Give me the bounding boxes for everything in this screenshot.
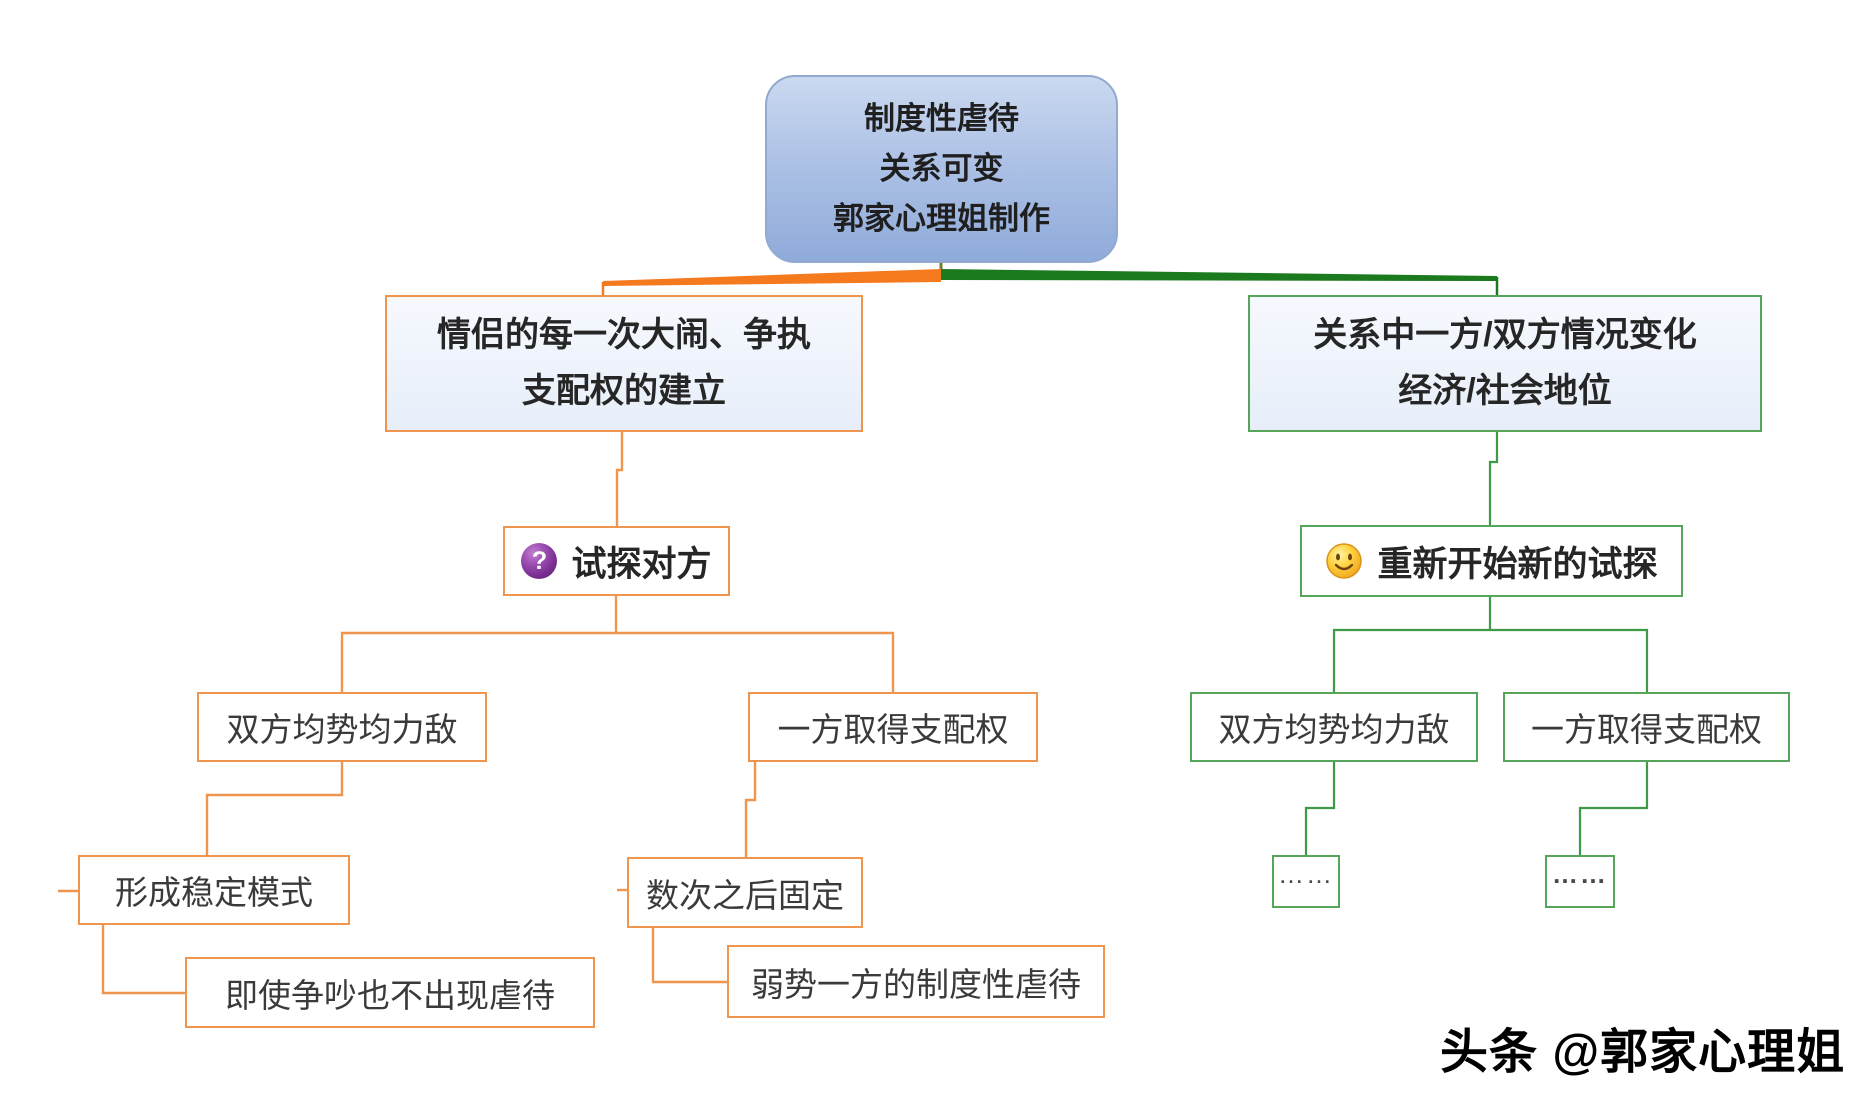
right-topic-node[interactable]: 关系中一方/双方情况变化 经济/社会地位: [1248, 295, 1762, 432]
left-topic-line-1: 情侣的每一次大闹、争执: [437, 316, 811, 355]
connector-branch-right-band: [941, 269, 1497, 281]
probe-node[interactable]: ? 试探对方: [503, 526, 730, 596]
right-balanced-label: 双方均势均力敌: [1218, 711, 1450, 748]
watermark-text: 头条 @郭家心理姐: [1440, 1026, 1846, 1079]
stable-pattern-node[interactable]: 形成稳定模式: [78, 855, 350, 925]
connector-balancedL-stable: [205, 762, 344, 855]
connector-dominanceL-fixed: [744, 762, 757, 857]
connector-topicL-probe: [615, 432, 624, 526]
institutional-abuse-node[interactable]: 弱势一方的制度性虐待: [727, 945, 1105, 1018]
left-topic-line-2: 支配权的建立: [522, 371, 726, 410]
smiley-icon: [1326, 543, 1363, 579]
no-abuse-node[interactable]: 即使争吵也不出现虐待: [185, 957, 595, 1028]
connector-probe-children: [340, 631, 895, 692]
left-topic-node[interactable]: 情侣的每一次大闹、争执 支配权的建立: [385, 295, 863, 432]
ellipsis-1-label: ……: [1278, 859, 1334, 889]
right-balanced-node[interactable]: 双方均势均力敌: [1190, 692, 1478, 762]
connector-topicR-retry: [1488, 432, 1499, 525]
ellipsis-node-2[interactable]: ……: [1545, 855, 1615, 908]
left-balanced-label: 双方均势均力敌: [226, 711, 458, 748]
no-abuse-label: 即使争吵也不出现虐待: [225, 976, 555, 1014]
left-dominance-node[interactable]: 一方取得支配权: [748, 692, 1038, 762]
probe-label: 试探对方: [571, 544, 712, 584]
retry-node[interactable]: 重新开始新的试探: [1300, 525, 1683, 597]
connector-fixed-abuse: [651, 928, 727, 984]
fixed-after-times-node[interactable]: 数次之后固定: [627, 857, 863, 928]
institutional-abuse-label: 弱势一方的制度性虐待: [751, 965, 1081, 1003]
ellipsis-2-label: ……: [1552, 859, 1608, 889]
left-dominance-label: 一方取得支配权: [777, 711, 1009, 748]
left-balanced-node[interactable]: 双方均势均力敌: [197, 692, 487, 762]
connector-group-left: [58, 432, 895, 995]
retry-label: 重新开始新的试探: [1377, 544, 1658, 584]
connector-group-right: [1304, 432, 1649, 855]
connector-dominanceR-ellipsis2: [1578, 762, 1649, 855]
question-icon: ?: [521, 543, 558, 579]
root-line-3: 郭家心理姐制作: [833, 201, 1050, 237]
right-dominance-node[interactable]: 一方取得支配权: [1503, 692, 1790, 762]
right-topic-line-2: 经济/社会地位: [1398, 371, 1612, 410]
root-line-1: 制度性虐待: [864, 100, 1019, 136]
ellipsis-node-1[interactable]: ……: [1272, 855, 1340, 908]
right-topic-line-1: 关系中一方/双方情况变化: [1313, 316, 1697, 355]
fixed-after-times-label: 数次之后固定: [646, 876, 844, 914]
connector-branch-left-band: [603, 269, 941, 286]
right-dominance-label: 一方取得支配权: [1531, 711, 1762, 748]
root-line-2: 关系可变: [879, 150, 1004, 186]
connector-stable-noabuse: [101, 925, 185, 995]
connector-retry-children: [1332, 628, 1649, 692]
stable-pattern-label: 形成稳定模式: [115, 874, 313, 911]
root-node[interactable]: 制度性虐待 关系可变 郭家心理姐制作: [765, 75, 1118, 263]
connector-balancedR-ellipsis1: [1304, 762, 1336, 855]
